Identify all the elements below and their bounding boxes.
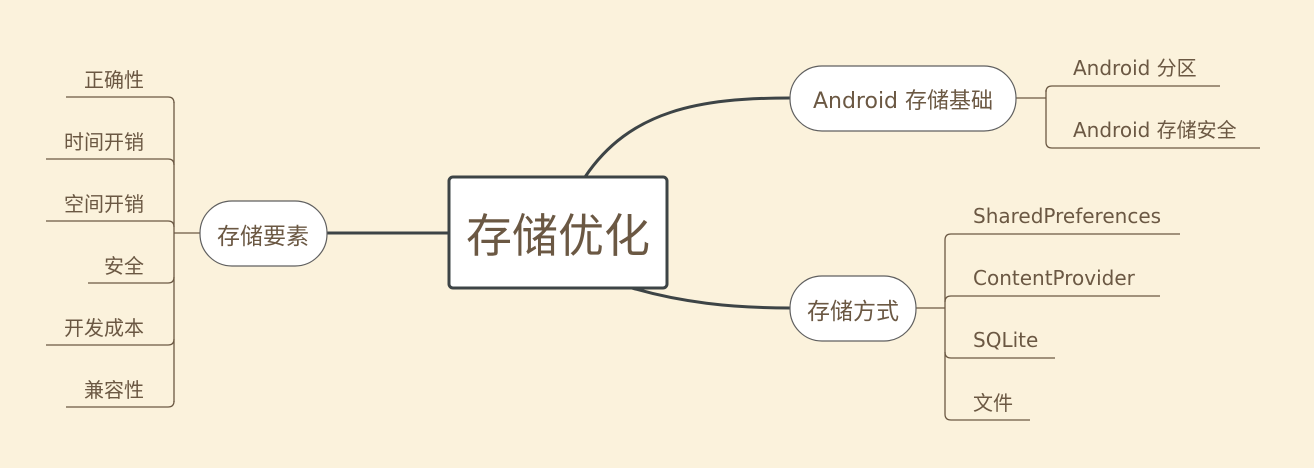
leaf-sharedpreferences[interactable]: SharedPreferences [973, 204, 1161, 228]
central-node[interactable]: 存储优化 [447, 175, 669, 290]
leaf-time-cost[interactable]: 时间开销 [64, 130, 144, 154]
leaf-space-cost[interactable]: 空间开销 [64, 192, 144, 216]
leaf-contentprovider[interactable]: ContentProvider [973, 266, 1136, 290]
leaf-android-storage-security[interactable]: Android 存储安全 [1073, 118, 1237, 142]
leaf-compatibility[interactable]: 兼容性 [84, 378, 144, 402]
leaf-security[interactable]: 安全 [104, 254, 144, 278]
right-top-leaf-connectors [1016, 85, 1260, 149]
right-top-branch-node[interactable]: Android 存储基础 [789, 65, 1017, 132]
leaf-android-partition[interactable]: Android 分区 [1073, 56, 1197, 80]
right-bottom-branch-label: 存储方式 [807, 299, 899, 325]
leaf-file[interactable]: 文件 [973, 391, 1013, 415]
left-branch-label: 存储要素 [217, 224, 309, 250]
right-bottom-branch-node[interactable]: 存储方式 [789, 275, 917, 342]
connector-central-to-right-bottom [631, 286, 791, 310]
connector-central-to-right-top [583, 96, 791, 178]
right-top-leaves: Android 分区 Android 存储安全 [1073, 56, 1237, 142]
leaf-correctness[interactable]: 正确性 [84, 68, 144, 92]
leaf-sqlite[interactable]: SQLite [973, 328, 1038, 352]
left-leaf-connectors [46, 96, 200, 408]
leaf-dev-cost[interactable]: 开发成本 [64, 316, 144, 340]
right-top-branch-label: Android 存储基础 [813, 89, 993, 114]
central-node-label: 存储优化 [466, 209, 650, 263]
right-bottom-leaf-connectors [916, 233, 1180, 421]
left-leaves: 正确性 时间开销 空间开销 安全 开发成本 兼容性 [64, 68, 144, 402]
right-bottom-leaves: SharedPreferences ContentProvider SQLite… [973, 204, 1161, 415]
left-branch-node[interactable]: 存储要素 [199, 200, 328, 267]
